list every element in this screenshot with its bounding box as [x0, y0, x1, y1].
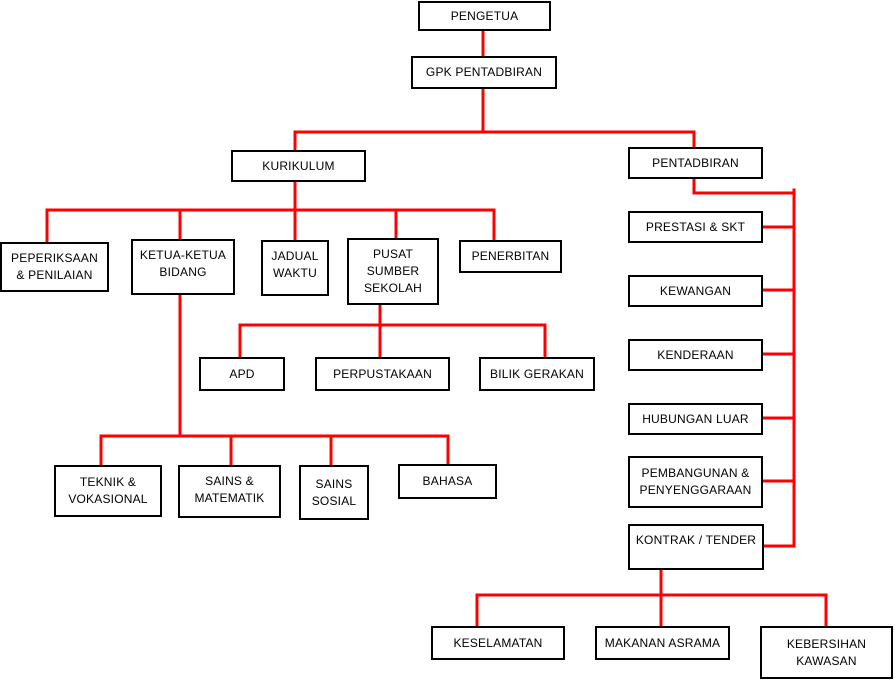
node-pentadbiran: PENTADBIRAN [628, 147, 763, 179]
node-label: KEWANGAN [659, 283, 732, 298]
node-pusat-sumber: PUSAT SUMBER SEKOLAH [347, 238, 439, 305]
node-label: GPK PENTADBIRAN [425, 65, 543, 79]
node-label: TEKNIK & VOKASIONAL [68, 475, 148, 506]
node-ketua-ketua-bidang: KETUA-KETUA BIDANG [131, 239, 235, 295]
node-label: HUBUNGAN LUAR [642, 411, 749, 426]
node-kontrak-tender: KONTRAK / TENDER [628, 524, 764, 570]
node-teknik-vokasional: TEKNIK & VOKASIONAL [54, 465, 162, 517]
node-kebersihan-kawasan: KEBERSIHAN KAWASAN [760, 626, 893, 679]
node-label: BAHASA [422, 474, 473, 488]
node-kewangan: KEWANGAN [628, 275, 763, 307]
node-label: SAINS & MATEMATIK [194, 474, 265, 505]
node-kurikulum: KURIKULUM [231, 150, 366, 182]
node-apd: APD [199, 357, 285, 391]
node-label: PENERBITAN [471, 249, 550, 263]
node-hubungan-luar: HUBUNGAN LUAR [628, 403, 763, 435]
node-label: KENDERAAN [657, 347, 734, 362]
node-label: BILIK GERAKAN [490, 366, 584, 381]
node-label: PUSAT SUMBER SEKOLAH [363, 247, 423, 295]
node-perpustakaan: PERPUSTAKAAN [315, 357, 450, 391]
node-label: PRESTASI & SKT [645, 219, 746, 234]
node-label: PENGETUA [450, 8, 519, 23]
node-label: JADUAL WAKTU [271, 249, 319, 280]
node-penerbitan: PENERBITAN [459, 240, 562, 273]
node-kenderaan: KENDERAAN [628, 339, 763, 371]
node-label: APD [229, 366, 255, 381]
node-gpk-pentadbiran: GPK PENTADBIRAN [411, 56, 557, 89]
node-label: SAINS SOSIAL [311, 476, 357, 508]
node-keselamatan: KESELAMATAN [431, 626, 565, 660]
node-pengetua: PENGETUA [418, 1, 551, 31]
node-label: KONTRAK / TENDER [635, 533, 757, 547]
node-bilik-gerakan: BILIK GERAKAN [479, 357, 595, 391]
node-makanan-asrama: MAKANAN ASRAMA [595, 626, 730, 660]
node-label: KURIKULUM [262, 158, 335, 173]
node-peperiksaan: PEPERIKSAAN & PENILAIAN [0, 242, 109, 292]
node-label: KEBERSIHAN KAWASAN [786, 636, 867, 668]
node-label: PEMBANGUNAN & PENYENGGARAAN [639, 466, 752, 497]
node-label: PEPERIKSAAN & PENILAIAN [11, 251, 98, 282]
node-label: KETUA-KETUA BIDANG [139, 248, 227, 279]
node-label: PENTADBIRAN [652, 155, 739, 170]
node-label: KESELAMATAN [453, 635, 543, 650]
node-sains-matematik: SAINS & MATEMATIK [178, 465, 281, 518]
node-bahasa: BAHASA [398, 464, 497, 499]
node-jadual-waktu: JADUAL WAKTU [261, 240, 329, 296]
node-label: MAKANAN ASRAMA [604, 635, 721, 650]
node-pembangunan: PEMBANGUNAN & PENYENGGARAAN [628, 456, 763, 508]
node-label: PERPUSTAKAAN [333, 366, 432, 381]
node-prestasi-skt: PRESTASI & SKT [628, 211, 763, 243]
node-sains-sosial: SAINS SOSIAL [299, 465, 369, 520]
